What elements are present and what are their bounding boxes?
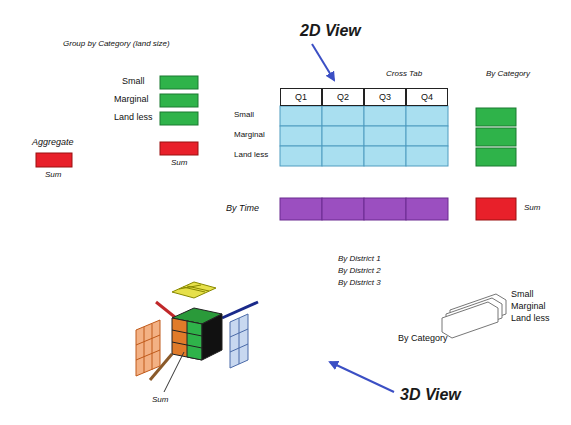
axis-label: By Category [398, 334, 448, 344]
view-title: 3D View [400, 386, 461, 404]
sum-label: Sum [45, 171, 61, 180]
quarter-label: Q4 [421, 93, 433, 102]
total-sum-box [476, 198, 516, 220]
table-header-cell: Q2 [322, 88, 364, 106]
district-label: By District 1 [338, 255, 381, 264]
district-label: By District 2 [338, 267, 381, 276]
stacked-sheets [442, 294, 506, 338]
sum-label: Sum [171, 159, 187, 168]
table-heading: By Category [486, 70, 530, 79]
table-header-cell: Q4 [406, 88, 448, 106]
group-heading: Group by Category (land size) [63, 40, 170, 49]
category-label: Marginal [114, 95, 149, 105]
sum-label: Sum [524, 204, 540, 213]
aggregate-label: Aggregate [32, 138, 74, 148]
aggregate-box [36, 153, 72, 167]
by-time-bar [280, 198, 448, 220]
row-label: Land less [234, 151, 268, 160]
row-label: Marginal [234, 131, 265, 140]
table-header-cell: Q3 [364, 88, 406, 106]
view-arrow [330, 362, 394, 392]
table-header-cell: Q1 [280, 88, 322, 106]
sum-label: Sum [152, 396, 168, 405]
table-heading: Cross Tab [386, 70, 422, 79]
cube-illustration [136, 282, 258, 392]
district-label: By District 3 [338, 279, 381, 288]
view-arrow [312, 44, 334, 80]
category-label: Small [511, 290, 534, 300]
quarter-label: Q3 [379, 93, 391, 102]
category-label: Small [122, 77, 145, 87]
row-label: Small [234, 111, 254, 120]
view-title: 2D View [300, 22, 361, 40]
cross-tab-grid [280, 106, 448, 166]
category-boxes [160, 76, 198, 125]
leader-line [164, 352, 184, 392]
sum-box [160, 142, 198, 155]
category-label: Marginal [511, 302, 546, 312]
quarter-label: Q1 [295, 93, 307, 102]
by-category-column [476, 108, 516, 166]
axis-label: By Time [226, 204, 259, 214]
category-label: Land less [114, 113, 153, 123]
quarter-label: Q2 [337, 93, 349, 102]
category-label: Land less [511, 314, 550, 324]
